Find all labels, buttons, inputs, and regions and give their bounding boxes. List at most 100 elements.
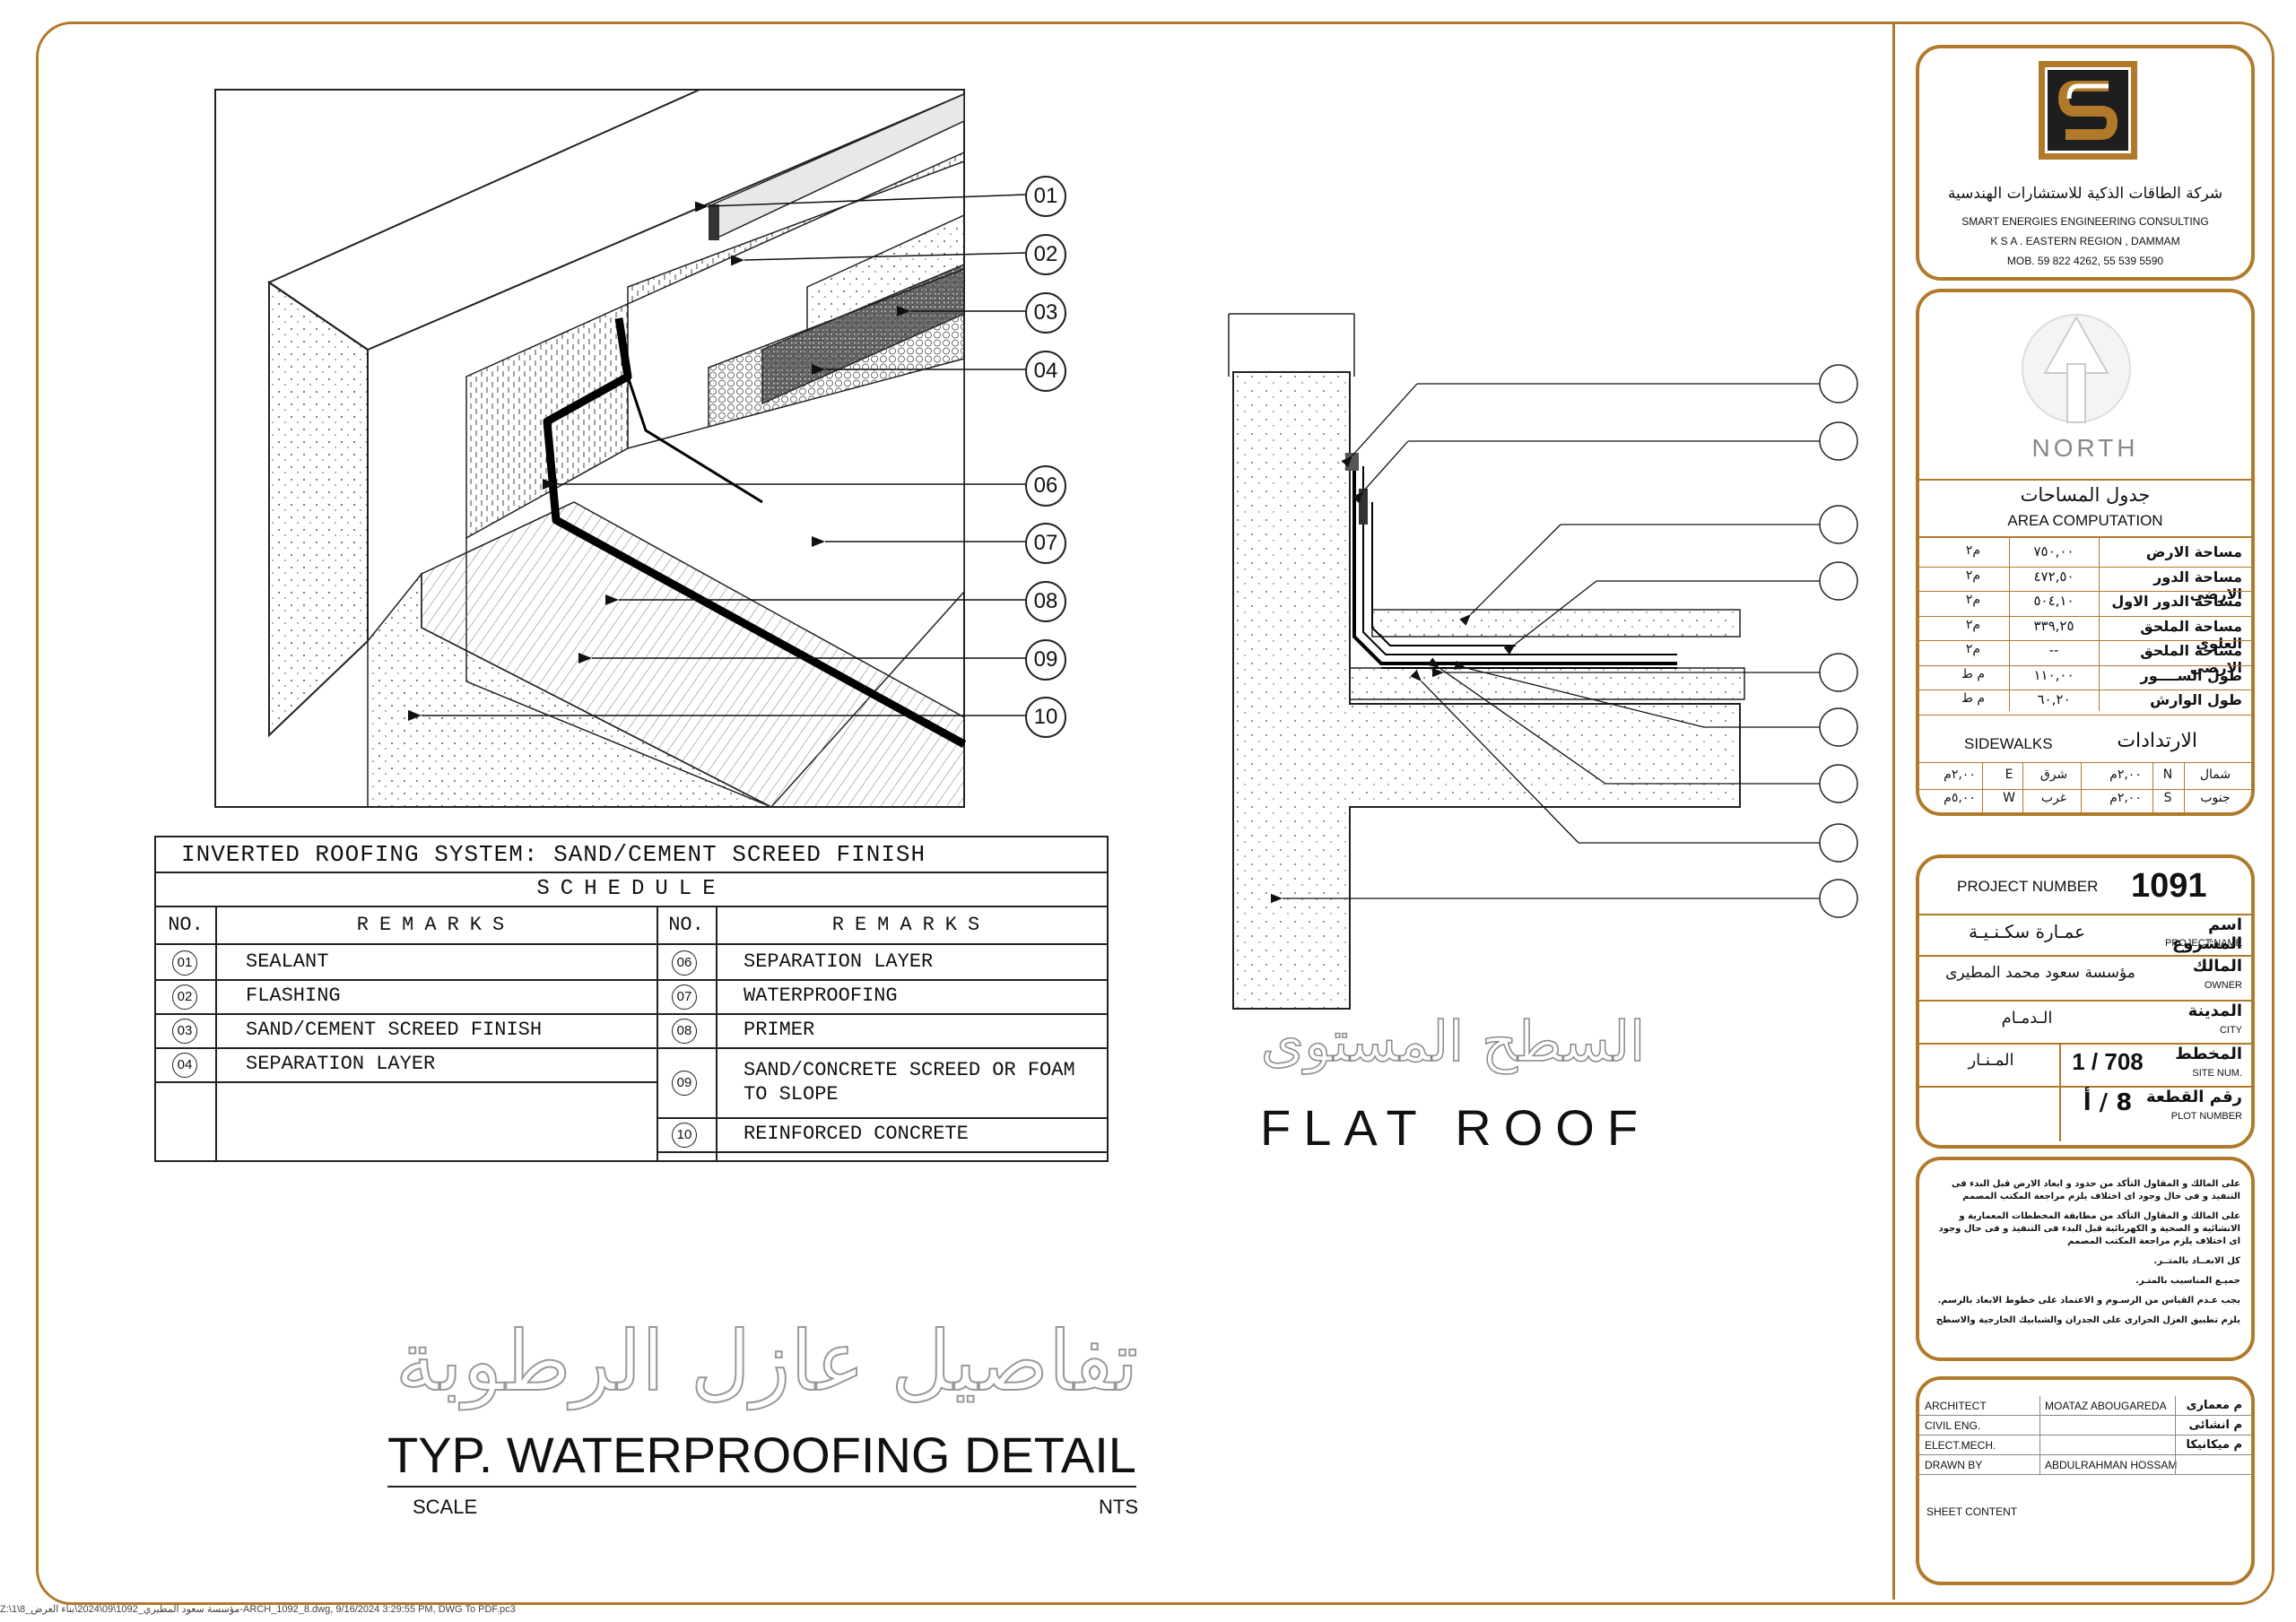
project-number: 1091 <box>2131 867 2207 905</box>
detail-callouts <box>408 194 1028 721</box>
sheet-border <box>36 22 2274 1605</box>
note-item: على المالك و المقاول التأكد من حدود و اب… <box>1952 1179 2240 1201</box>
site-ar: المخطط <box>2175 1045 2242 1063</box>
schedule-table: INVERTED ROOFING SYSTEM: SAND/CEMENT SCR… <box>154 836 1109 1162</box>
schedule-remark: SEPARATION LAYER <box>246 1053 436 1075</box>
section-screed <box>1371 609 1741 638</box>
note-item: يلزم تطبيق العزل الحرارى على الجدران وال… <box>1935 1315 2240 1325</box>
north-arrow-icon <box>2018 310 2135 427</box>
area-row-value: ٧٥٠,٠٠ <box>2033 543 2074 559</box>
owner-value: مؤسسة سعود محمد المطيرى <box>1945 964 2135 982</box>
waterproofing-membrane <box>543 317 967 748</box>
area-title-ar: جدول المساحات <box>2020 484 2151 506</box>
project-box: PROJECT NUMBER 1091 اسم المشروع PROJECT … <box>1916 854 2255 1149</box>
owner-en: OWNER <box>2204 980 2242 991</box>
area-row-value: ١١٠,٠٠ <box>2033 666 2074 683</box>
schedule-no-circle: 04 <box>172 1053 197 1078</box>
sidewalk-en1: N <box>2162 768 2173 782</box>
schedule-subheading: SCHEDULE <box>156 873 1107 907</box>
schedule-no-circle: 09 <box>672 1071 697 1096</box>
sidewalks-label-ar: الارتدادات <box>2117 730 2197 752</box>
plot-ar: رقم القطعة <box>2145 1088 2242 1106</box>
detail-callout-09: 09 <box>1025 639 1066 681</box>
staff-role: CIVIL ENG. <box>1925 1419 1981 1432</box>
sidewalks-label-en: SIDEWALKS <box>1964 735 2053 752</box>
company-logo <box>2039 61 2137 160</box>
company-name-ar: شركة الطاقات الذكية للاستشارات الهندسية <box>1947 185 2223 203</box>
detail-callout-08: 08 <box>1025 581 1066 622</box>
scale-label: SCALE <box>413 1496 478 1518</box>
detail-callout-02: 02 <box>1025 234 1066 275</box>
project-number-label: PROJECT NUMBER <box>1957 878 2099 895</box>
col-remarks-right: REMARKS <box>831 914 991 936</box>
col-remarks-left: REMARKS <box>356 914 516 936</box>
city-value: الـدمـام <box>2001 1009 2053 1028</box>
area-row-label: مساحة الارض <box>2145 543 2242 560</box>
city-ar: المدينة <box>2187 1002 2242 1020</box>
schedule-no-circle: 06 <box>672 950 697 976</box>
detail-callout-04: 04 <box>1025 351 1066 392</box>
area-row-label: طول الوارش <box>2150 691 2242 708</box>
company-region: K S A . EASTERN REGION , DAMMAM <box>1990 235 2180 247</box>
plot-value: 8 / أ <box>2083 1089 2133 1116</box>
staff-name: MOATAZ ABOUGAREDA <box>2045 1400 2167 1412</box>
flat-roof-title: FLAT ROOF <box>1260 1099 1651 1156</box>
area-row-label: مساحة الدور الاول <box>2111 593 2242 610</box>
sidewalk-ar2: شرق <box>2039 768 2068 782</box>
staff-role: ARCHITECT <box>1925 1400 1987 1412</box>
sidewalk-v1: ٢,٠٠م <box>2109 768 2142 782</box>
detail-callout-06: 06 <box>1025 465 1066 507</box>
area-row-value: ٥٠٤,١٠ <box>2033 593 2074 609</box>
schedule-remark: REINFORCED CONCRETE <box>744 1123 969 1145</box>
site-en: SITE NUM. <box>2192 1068 2242 1079</box>
schedule-remark: SEPARATION LAYER <box>744 950 934 973</box>
notes-list: على المالك و المقاول التأكد من حدود و اب… <box>1928 1178 2240 1334</box>
scale-value: NTS <box>1099 1496 1138 1518</box>
area-row-label: طول الســــور <box>2140 666 2242 684</box>
area-row-unit: م٢ <box>1965 543 1981 558</box>
sidewalk-ar1: شمال <box>2199 768 2231 782</box>
area-row-value: -- <box>2048 642 2059 658</box>
schedule-remark: WATERPROOFING <box>744 984 898 1007</box>
col-no-left: NO. <box>168 914 204 936</box>
staff-role: ELECT.MECH. <box>1925 1439 1996 1452</box>
project-name-value: عمـارة سكـنـيـة <box>1968 921 2086 942</box>
sidewalk-v2: ٢,٠٠م <box>1944 768 1976 782</box>
north-label: NORTH <box>2031 434 2139 462</box>
schedule-remark: SEALANT <box>246 950 329 973</box>
area-row-value: ٣٣٩,٢٥ <box>2033 617 2074 634</box>
staff-name: ABDULRAHMAN HOSSAM <box>2045 1459 2178 1471</box>
sidewalk-v1: ٢,٠٠م <box>2109 791 2142 805</box>
area-row-unit: م٢ <box>1965 568 1981 583</box>
area-row-label: مساحة الملحق الارضى <box>2140 642 2242 676</box>
sidewalk-en1: S <box>2163 791 2172 805</box>
note-item: على المالك و المقاول التأكد من مطابقة ال… <box>1938 1211 2240 1246</box>
flat-roof-arabic-title: السطح المستوى <box>1260 1008 1646 1075</box>
reinforced-concrete <box>367 571 772 808</box>
area-row-label: مساحة الدور الارضى <box>2153 568 2242 603</box>
area-row-unit: م٢ <box>1965 617 1981 632</box>
area-row-unit: م٢ <box>1965 642 1981 656</box>
detail-title: TYP. WATERPROOFING DETAIL <box>387 1426 1136 1488</box>
schedule-remark: FLASHING <box>246 984 341 1007</box>
schedule-no-circle: 02 <box>172 984 197 1010</box>
company-mobile: MOB. 59 822 4262, 55 539 5590 <box>2006 255 2164 267</box>
sidewalk-ar1: جنوب <box>2200 791 2231 805</box>
section-wall-slab <box>1232 371 1741 1010</box>
area-row-value: ٤٧٢,٥٠ <box>2033 568 2074 585</box>
sidewalk-en2: E <box>2005 768 2013 782</box>
sheet-content-label: SHEET CONTENT <box>1926 1505 2018 1518</box>
owner-ar: المالك <box>2192 957 2242 976</box>
company-name-en: SMART ENERGIES ENGINEERING CONSULTING <box>1961 215 2209 228</box>
project-name-ar: اسم المشروع <box>2172 915 2242 953</box>
site-value: 1 / 708 <box>2072 1048 2144 1075</box>
area-row-label: مساحة الملحق العلوى <box>2140 617 2242 652</box>
detail-callout-10: 10 <box>1025 697 1066 738</box>
note-item: يجب عـدم القياس من الرسـوم و الاعتماد عل… <box>1937 1296 2240 1305</box>
schedule-no-circle: 03 <box>172 1019 197 1044</box>
schedule-heading: INVERTED ROOFING SYSTEM: SAND/CEMENT SCR… <box>156 837 1107 873</box>
area-row-value: ٦٠,٢٠ <box>2037 691 2071 707</box>
